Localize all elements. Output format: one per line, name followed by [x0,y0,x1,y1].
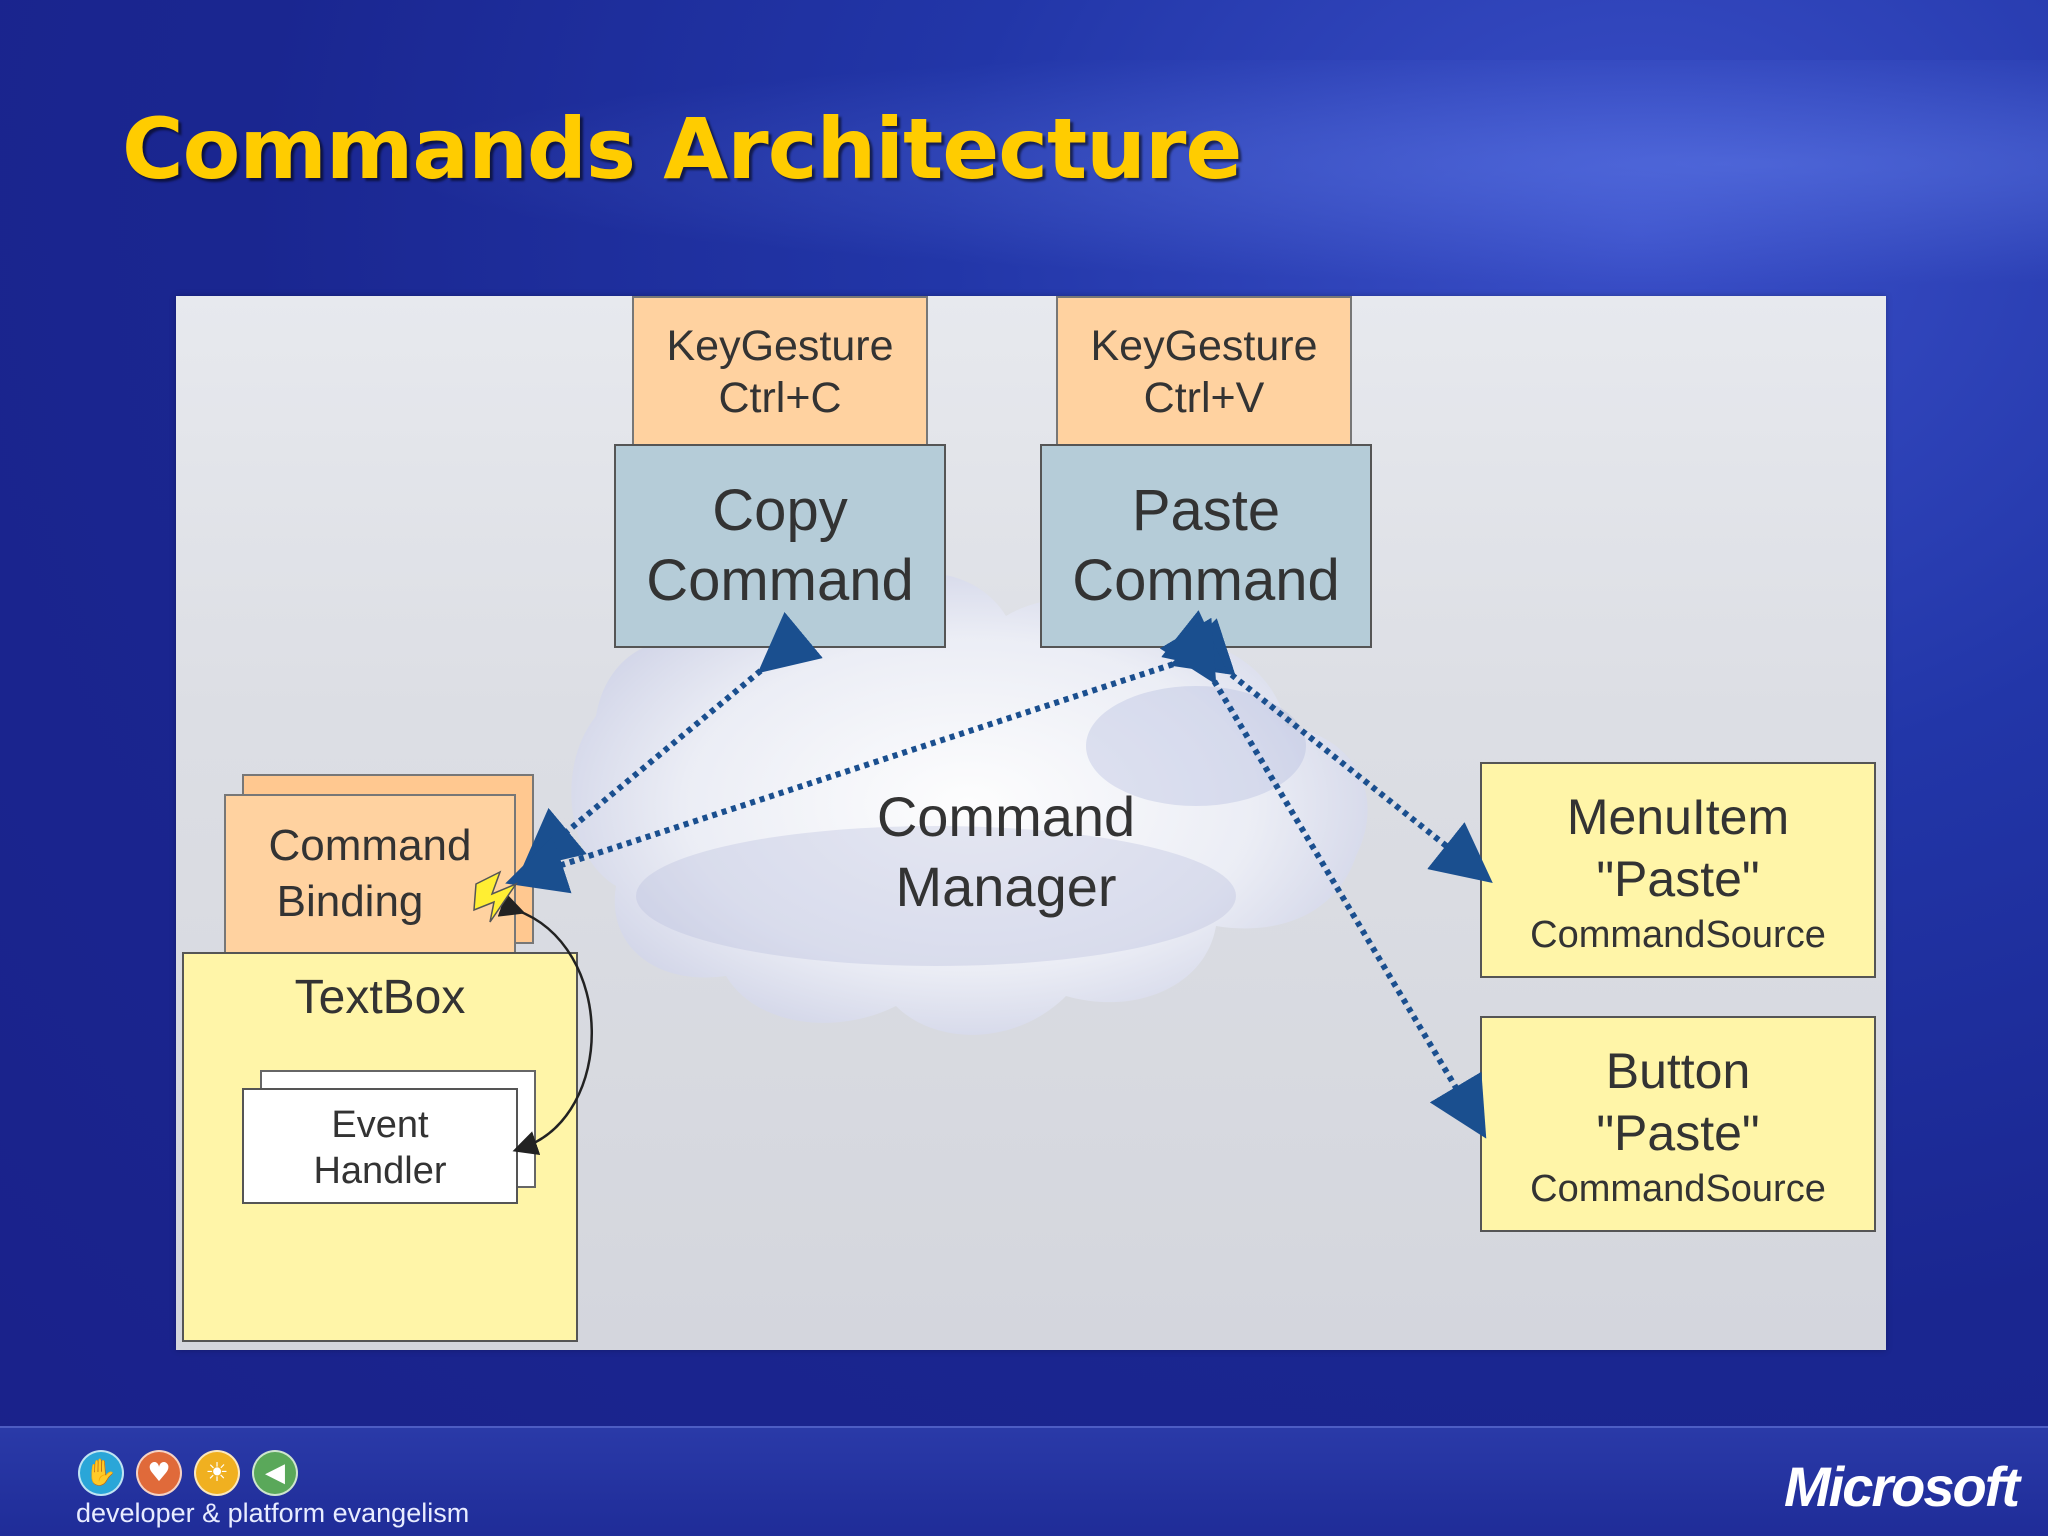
button-line2: "Paste" [1596,1105,1760,1161]
footer-divider [0,1426,2048,1428]
menuitem-line3: CommandSource [1530,914,1826,956]
hand-icon: ✋ [78,1450,124,1496]
command-binding-line1: Command [268,821,472,870]
microsoft-logo: Microsoft [1784,1455,2020,1518]
keygesture-copy-line1: KeyGesture [666,322,894,370]
paste-command-line2: Command [1072,548,1340,613]
keygesture-paste-box: KeyGesture Ctrl+V [1056,296,1352,446]
paste-command-box: Paste Command [1040,444,1372,648]
button-line1: Button [1605,1043,1751,1099]
dpe-icon-row: ✋ ♥ ☀ ◀ [78,1450,298,1496]
heart-icon: ♥ [136,1450,182,1496]
command-manager-line1: Command [876,785,1136,848]
keygesture-copy-box: KeyGesture Ctrl+C [632,296,928,446]
keygesture-paste-line2: Ctrl+V [1143,374,1265,422]
slide-title: Commands Architecture [122,100,1242,198]
event-handler-line1: Event [331,1104,429,1146]
command-binding-line2: Binding [276,877,424,926]
button-line3: CommandSource [1530,1168,1826,1210]
event-handler-box: Event Handler [242,1088,518,1204]
keygesture-paste-line1: KeyGesture [1090,322,1318,370]
command-binding-box: Command Binding [224,794,516,954]
copy-command-line1: Copy [712,478,848,543]
diagram-panel: KeyGesture Ctrl+C KeyGesture Ctrl+V Copy… [176,296,1886,1350]
button-commandsource-box: Button "Paste" CommandSource [1480,1016,1876,1232]
dpe-tagline: developer & platform evangelism [76,1498,470,1528]
menuitem-line2: "Paste" [1596,851,1760,907]
event-handler-line2: Handler [313,1150,447,1192]
menuitem-commandsource-box: MenuItem "Paste" CommandSource [1480,762,1876,978]
command-manager-label: Command Manager [836,782,1176,922]
paste-command-line1: Paste [1131,478,1281,543]
textbox-label: TextBox [294,971,466,1024]
copy-command-line2: Command [646,548,914,613]
command-manager-line2: Manager [895,855,1117,918]
megaphone-icon: ◀ [252,1450,298,1496]
keygesture-copy-line2: Ctrl+C [718,374,842,422]
menuitem-line1: MenuItem [1566,789,1790,845]
footer-bar [0,1428,2048,1536]
lightbulb-icon: ☀ [194,1450,240,1496]
copy-command-box: Copy Command [614,444,946,648]
